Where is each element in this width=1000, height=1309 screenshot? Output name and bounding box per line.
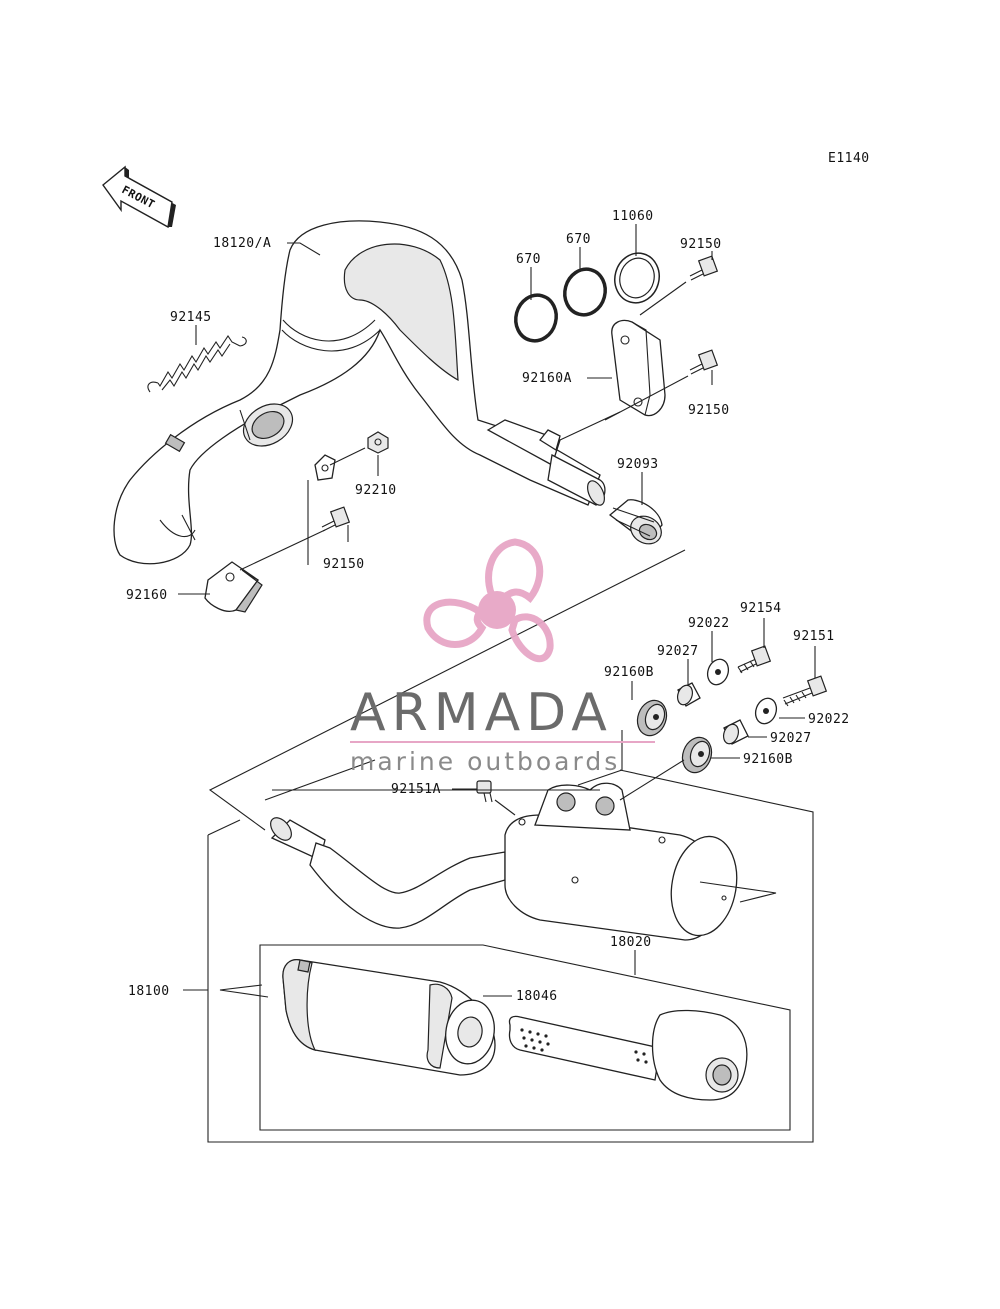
label-92160A: 92160A: [522, 371, 572, 386]
exhaust-pipe: [113, 220, 606, 565]
grommet-92160B-a: [636, 699, 668, 737]
label-92151A: 92151A: [391, 782, 441, 797]
label-18100: 18100: [128, 984, 170, 999]
label-92150-c: 92150: [323, 557, 365, 572]
label-92022-a: 92022: [688, 616, 730, 631]
collar-92027-b: [722, 719, 749, 745]
bolt-92154: [737, 645, 772, 674]
label-92160B-a: 92160B: [604, 665, 654, 680]
front-arrow-icon: FRONT: [102, 165, 176, 229]
bolt-92151A: [476, 780, 493, 803]
label-92160B-b: 92160B: [743, 752, 793, 767]
label-18120A: 18120/A: [213, 236, 271, 251]
bolt-92150-a: [689, 255, 719, 281]
label-18020: 18020: [610, 935, 652, 950]
grommet-92160B-b: [681, 736, 713, 774]
nut-92210: [367, 431, 389, 454]
label-92027-b: 92027: [770, 731, 812, 746]
watermark: ARMADA marine outboards: [350, 538, 655, 776]
label-92210: 92210: [355, 483, 397, 498]
label-18046: 18046: [516, 989, 558, 1004]
label-92093: 92093: [617, 457, 659, 472]
bolt-92151: [782, 675, 828, 707]
washer-92022-a: [706, 658, 730, 686]
bolt-92150-b: [689, 349, 719, 375]
label-670-b: 670: [566, 232, 591, 247]
silencer-core-18020: [508, 1009, 748, 1101]
watermark-brand: ARMADA: [350, 683, 613, 743]
leader-lines: [178, 224, 816, 1143]
bracket-92160A: [611, 319, 666, 417]
label-92145: 92145: [170, 310, 212, 325]
damper-92160: [204, 561, 263, 613]
label-92154: 92154: [740, 601, 782, 616]
label-92160: 92160: [126, 588, 168, 603]
label-670-a: 670: [516, 252, 541, 267]
label-92151: 92151: [793, 629, 835, 644]
label-92150-b: 92150: [688, 403, 730, 418]
o-ring-670-a: [514, 293, 558, 343]
label-92022-b: 92022: [808, 712, 850, 727]
label-11060: 11060: [612, 209, 654, 224]
collar-92027-a: [676, 682, 701, 707]
gasket-11060: [614, 252, 660, 304]
grommet-92093: [608, 499, 663, 545]
bolt-92150-c: [321, 506, 351, 532]
label-92027-a: 92027: [657, 644, 699, 659]
diagram-code: E1140: [828, 151, 870, 166]
propeller-logo-icon: [423, 538, 554, 663]
watermark-tagline: marine outboards: [350, 747, 620, 776]
o-ring-670-b: [563, 267, 607, 317]
part-labels: 18120/A 92145 670 670 11060 92150 92160A…: [126, 209, 850, 1004]
washer-92022-b: [754, 697, 778, 725]
spring: [147, 335, 247, 393]
muffler-assembly: [270, 782, 738, 941]
silencer-body-18046: [282, 959, 496, 1076]
label-92150-a: 92150: [680, 237, 722, 252]
